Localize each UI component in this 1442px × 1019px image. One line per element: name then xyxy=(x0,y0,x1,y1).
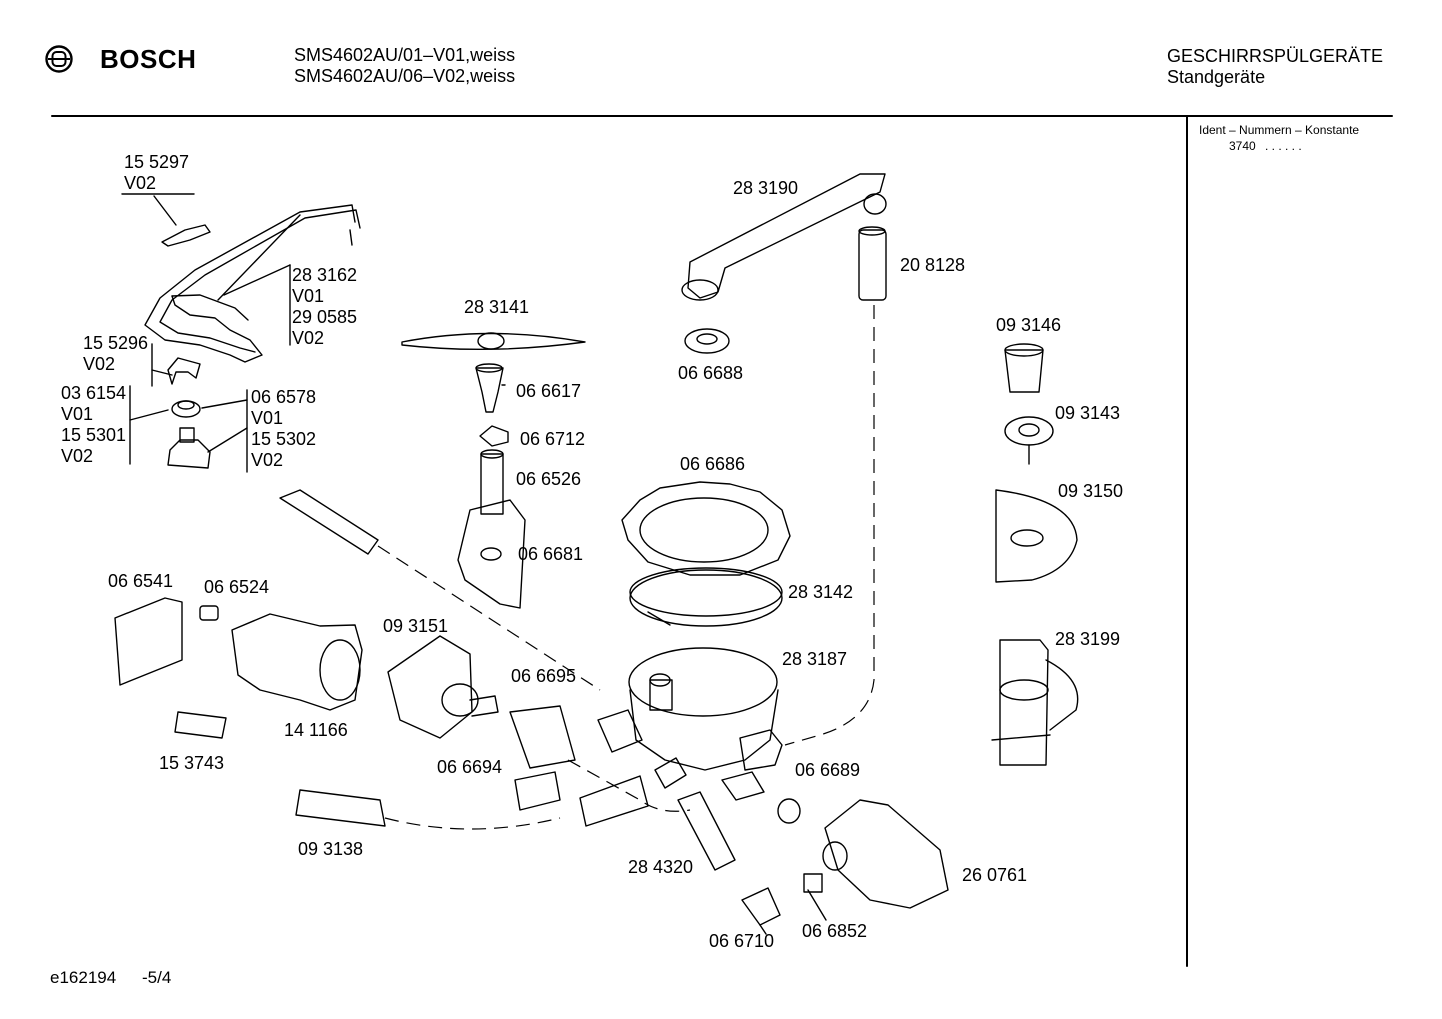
hose-sleeve-drawing xyxy=(579,775,649,827)
seal-066688-drawing xyxy=(684,328,730,354)
microfilter-093150-drawing xyxy=(995,489,1078,583)
part-version: V01 xyxy=(61,404,94,424)
part-066852-drawing xyxy=(803,873,823,893)
tube-093138-drawing xyxy=(295,789,386,827)
part-label: 15 5301 xyxy=(61,425,127,445)
part-label: 26 0761 xyxy=(962,865,1028,885)
part-label: 09 3143 xyxy=(1055,403,1121,423)
part-label: 06 6617 xyxy=(516,381,582,401)
heater-element-drawing xyxy=(144,204,361,363)
holder-066681-drawing xyxy=(457,499,526,609)
part-label: 03 6154 xyxy=(61,383,127,403)
lower-spray-arm-drawing xyxy=(401,332,586,351)
nozzle-066617-drawing xyxy=(475,367,504,413)
filter-093146-drawing xyxy=(1004,349,1044,393)
part-label: 14 1166 xyxy=(284,720,348,740)
part-label: 28 3141 xyxy=(464,297,530,317)
upper-spray-arm-drawing xyxy=(687,173,886,299)
ident-value: 3740 xyxy=(1229,139,1256,153)
part-version: V01 xyxy=(292,286,325,306)
ident-title: Ident – Nummern – Konstante xyxy=(1199,123,1360,137)
part-label: 06 6852 xyxy=(802,921,868,941)
ident-dots: . . . . . . xyxy=(1265,139,1302,153)
tube-208128-drawing xyxy=(858,229,887,301)
part-label: 06 6694 xyxy=(437,757,503,777)
brand-name: BOSCH xyxy=(100,44,197,74)
part-153743-drawing xyxy=(174,711,227,739)
bosch-logo-icon xyxy=(45,45,73,73)
part-label: 20 8128 xyxy=(900,255,966,275)
part-label: 28 4320 xyxy=(628,857,694,877)
appliance-category: GESCHIRRSPÜLGERÄTE xyxy=(1167,46,1384,66)
seal-066689-drawing xyxy=(777,798,801,824)
pump-housing-093151-drawing xyxy=(387,635,473,739)
valve-260761-drawing xyxy=(824,799,949,909)
part-version: V02 xyxy=(61,446,94,466)
sump-283187-drawing xyxy=(628,647,778,717)
part-label: 15 5296 xyxy=(83,333,149,353)
part-label: 06 6541 xyxy=(108,571,174,591)
part-label: 15 3743 xyxy=(159,753,225,773)
part-066710-drawing xyxy=(741,887,781,926)
drawing-id: e162194 xyxy=(50,968,117,987)
model-line-1: SMS4602AU/01–V01,weiss xyxy=(294,45,516,65)
part-version: V02 xyxy=(292,328,325,348)
hose-284320-drawing xyxy=(677,791,736,871)
ring-066686-drawing xyxy=(621,481,791,576)
part-version: V02 xyxy=(83,354,116,374)
part-version: V02 xyxy=(251,450,284,470)
part-label: 06 6526 xyxy=(516,469,582,489)
part-label: 09 3151 xyxy=(383,616,449,636)
part-label: 28 3199 xyxy=(1055,629,1121,649)
appliance-subcategory: Standgeräte xyxy=(1167,67,1266,87)
part-label: 28 3142 xyxy=(788,582,854,602)
clip-155297-drawing xyxy=(161,224,211,247)
part-label: 28 3187 xyxy=(782,649,848,669)
seal-066712-drawing xyxy=(479,425,509,447)
dashed-routes xyxy=(377,305,875,830)
part-version: V01 xyxy=(251,408,284,428)
page-number: -5/4 xyxy=(142,968,172,987)
part-label: 15 5302 xyxy=(251,429,317,449)
part-label: 06 6681 xyxy=(518,544,584,564)
model-line-2: SMS4602AU/06–V02,weiss xyxy=(294,66,516,86)
part-label: 28 3162 xyxy=(292,265,358,285)
part-label: 09 3138 xyxy=(298,839,364,859)
sleeve-066694-drawing xyxy=(514,771,561,811)
part-label: 09 3150 xyxy=(1058,481,1124,501)
part-066524-drawing xyxy=(199,605,219,621)
part-label: 06 6689 xyxy=(795,760,861,780)
ring-283142-drawing xyxy=(629,569,783,627)
filter-283199-drawing xyxy=(999,639,1049,766)
part-label: 06 6686 xyxy=(680,454,746,474)
tube-066526-drawing xyxy=(480,453,504,515)
part-version: V02 xyxy=(124,173,157,193)
sensor-155302-drawing xyxy=(167,439,211,469)
part-label: 28 3190 xyxy=(733,178,799,198)
part-label: 06 6688 xyxy=(678,363,744,383)
part-label: 06 6712 xyxy=(520,429,586,449)
part-label: 15 5297 xyxy=(124,152,190,172)
hose-tube-drawing xyxy=(279,489,379,555)
bracket-066541-drawing xyxy=(114,597,183,686)
part-label: 09 3146 xyxy=(996,315,1062,335)
part-label: 06 6710 xyxy=(709,931,775,951)
part-label: 06 6695 xyxy=(511,666,577,686)
sleeve-066695-drawing xyxy=(509,705,576,769)
clip-155296-drawing xyxy=(167,357,201,385)
part-093143-drawing xyxy=(1004,416,1054,446)
pump-motor-141166-drawing xyxy=(231,613,363,711)
part-label: 06 6524 xyxy=(204,577,270,597)
part-label: 29 0585 xyxy=(292,307,358,327)
part-label: 06 6578 xyxy=(251,387,317,407)
